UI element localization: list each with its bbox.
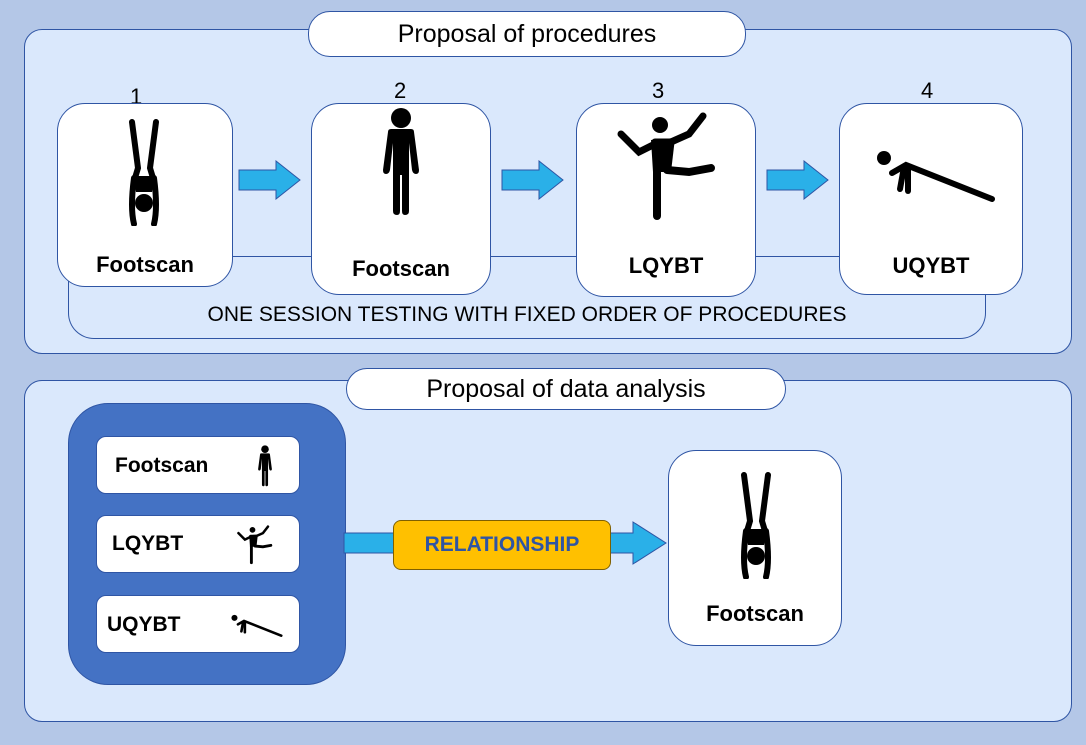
lower-quarter-y-balance-icon	[617, 112, 717, 222]
session-label: ONE SESSION TESTING WITH FIXED ORDER OF …	[207, 303, 847, 326]
step-card-4: UQYBT	[839, 103, 1023, 295]
analysis-title: Proposal of data analysis	[346, 368, 786, 410]
arrow-icon-step-3-to-4	[766, 160, 829, 200]
input-label-lqybt: LQYBT	[112, 532, 184, 555]
step-card-2: Footscan	[311, 103, 491, 295]
handstand-icon	[124, 116, 164, 226]
step-number-2: 2	[394, 78, 407, 103]
step-label-3: LQYBT	[628, 253, 704, 278]
session-connector-line	[232, 256, 842, 257]
step-card-1: Footscan	[57, 103, 233, 287]
step-number-3: 3	[652, 78, 665, 103]
handstand-icon	[736, 469, 776, 579]
upper-quarter-y-balance-icon	[231, 614, 283, 640]
step-card-3: LQYBT	[576, 103, 756, 297]
input-label-uqybt: UQYBT	[107, 613, 181, 636]
input-card-lqybt: LQYBT	[96, 515, 300, 573]
step-label-1: Footscan	[96, 252, 194, 277]
output-label: Footscan	[706, 601, 804, 626]
lower-quarter-y-balance-icon	[237, 524, 273, 566]
input-card-uqybt: UQYBT	[96, 595, 300, 653]
step-number-1: 1	[130, 84, 143, 109]
arrow-icon-step-1-to-2	[238, 160, 301, 200]
upper-quarter-y-balance-icon	[876, 149, 996, 209]
output-card-footscan: Footscan	[668, 450, 842, 646]
step-label-4: UQYBT	[892, 253, 970, 278]
procedures-title: Proposal of procedures	[308, 11, 746, 57]
relationship-label: RELATIONSHIP	[393, 520, 611, 570]
step-number-4: 4	[921, 78, 934, 103]
arrow-icon-step-2-to-3	[501, 160, 564, 200]
standing-person-icon	[257, 445, 273, 487]
standing-person-icon	[381, 107, 421, 217]
step-label-2: Footscan	[352, 256, 450, 281]
input-card-footscan: Footscan	[96, 436, 300, 494]
input-label-footscan: Footscan	[115, 454, 209, 477]
